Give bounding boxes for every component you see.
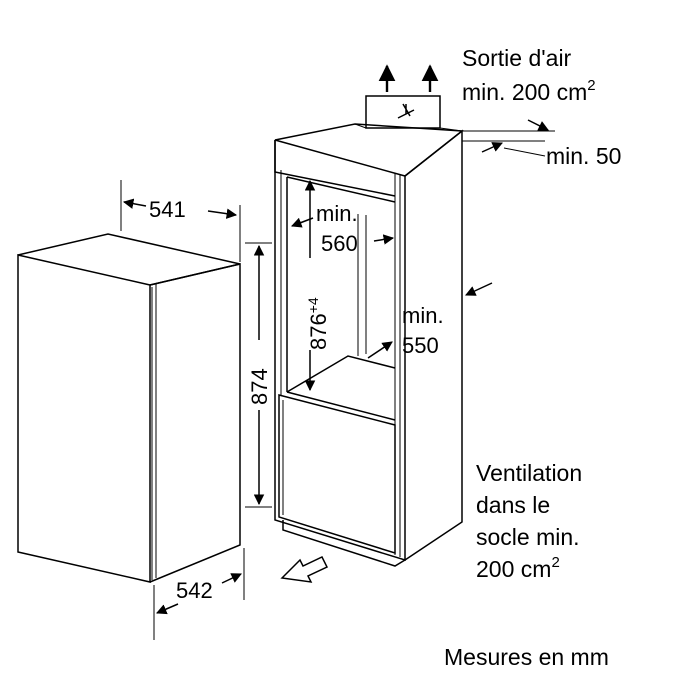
dim-appliance-height: 874 (245, 242, 272, 508)
dim-niche-depth-line1: min. (402, 303, 444, 328)
dim-niche-width-line2: 560 (321, 231, 358, 256)
dim-876-tolerance: +4 (305, 297, 321, 313)
lower-compartment (278, 394, 396, 555)
dim-appliance-width: 541 (120, 180, 241, 262)
dim-876-label: 876+4 (305, 297, 331, 350)
dim-niche-width-line1: min. (316, 201, 358, 226)
cabinet-top-edge (274, 123, 464, 177)
dim-541-label: 541 (149, 197, 186, 222)
niche-floor (286, 355, 396, 421)
appliance-front-face (17, 254, 151, 583)
dim-appliance-depth: 542 (153, 548, 245, 640)
vent-label-line1: Ventilation (476, 460, 582, 486)
air-outlet-arrows (378, 64, 439, 92)
vent-label-line2: dans le (476, 492, 550, 518)
dim-niche-depth-line2: 550 (402, 333, 439, 358)
cabinet-drawing (274, 95, 464, 567)
dim-542-label: 542 (176, 578, 213, 603)
dim-874-label: 874 (247, 368, 272, 405)
dim-top-gap (462, 119, 555, 157)
side-gap-arrow (465, 282, 493, 296)
air-outlet-sup: 2 (587, 77, 595, 94)
cabinet-front-outline (274, 140, 406, 562)
fan-icon (397, 103, 415, 119)
vent-label-line4: 200 cm2 (476, 554, 560, 582)
plinth (282, 520, 406, 567)
dim-niche-depth: min. 550 (367, 303, 444, 359)
top-vent-box (365, 95, 441, 129)
appliance-side-face (149, 263, 241, 583)
air-outlet-label-line1: Sortie d'air (462, 45, 572, 71)
air-outlet-label-line2: min. 200 cm2 (462, 77, 596, 105)
vent-sup: 2 (551, 554, 559, 571)
appliance-top-face (17, 233, 241, 286)
cabinet-side-face (404, 129, 463, 561)
air-inlet-arrow-icon (280, 556, 329, 583)
dim-niche-width: min. 560 (291, 201, 395, 256)
dim-niche-height: 876+4 (304, 179, 331, 392)
units-label: Mesures en mm (444, 644, 609, 670)
top-gap-label: min. 50 (546, 143, 621, 169)
vent-label-line3: socle min. (476, 524, 580, 550)
appliance-drawing (17, 233, 241, 583)
